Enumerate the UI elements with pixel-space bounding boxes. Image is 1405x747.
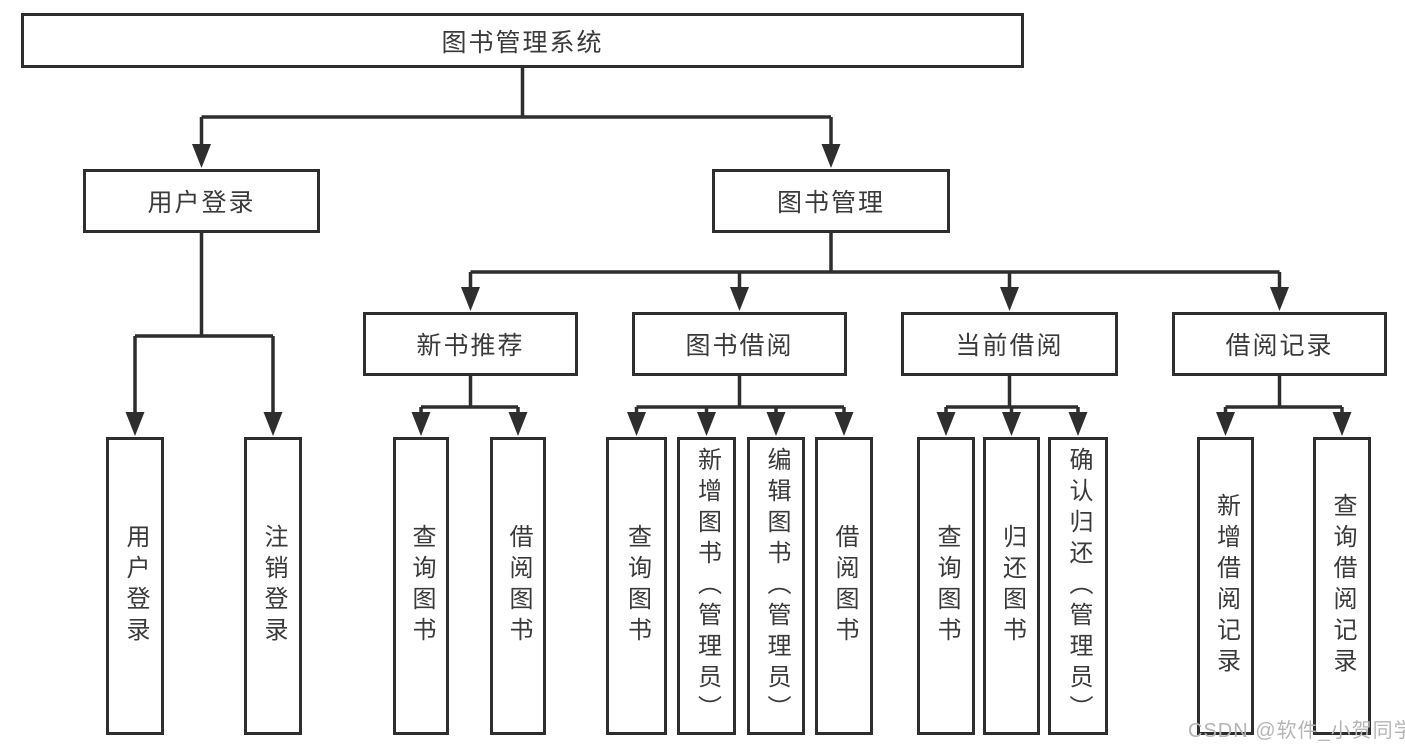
node-label: 新书推荐: [416, 332, 525, 360]
node-label: 查询图书: [623, 524, 651, 648]
arrow-down-icon: [936, 412, 956, 436]
node-label: 编辑图书（管理员）: [763, 446, 790, 726]
node-current-borrow: 当前借阅: [901, 312, 1118, 376]
arrow-down-icon: [834, 412, 854, 436]
arrowheads: [125, 144, 1352, 436]
node-label: 借阅记录: [1225, 332, 1334, 360]
node-root: 图书管理系统: [21, 13, 1024, 68]
node-label: 图书借阅: [685, 332, 794, 360]
leaf-return-book: 归还图书: [983, 437, 1040, 735]
node-label: 借阅图书: [505, 524, 532, 648]
arrow-down-icon: [411, 412, 431, 436]
connector-borrowrecords-to-leaves: [1223, 376, 1344, 420]
node-label: 查询借阅记录: [1329, 493, 1356, 679]
arrow-down-icon: [125, 412, 145, 436]
leaf-query-borrow-record: 查询借阅记录: [1313, 437, 1371, 735]
node-book-management: 图书管理: [712, 169, 950, 233]
node-label: 归还图书: [998, 524, 1026, 648]
leaf-edit-book-admin: 编辑图书（管理员）: [747, 437, 805, 735]
arrow-down-icon: [1216, 412, 1235, 436]
node-label: 图书管理系统: [441, 28, 604, 57]
leaf-borrow-books-recommend: 借阅图书: [490, 437, 546, 735]
node-label: 注销登录: [260, 524, 287, 648]
arrow-down-icon: [508, 412, 528, 436]
watermark: CSDN @软件_小贺同学: [1188, 720, 1405, 742]
arrow-down-icon: [697, 412, 716, 436]
leaf-query-books-current: 查询图书: [917, 437, 975, 735]
connector-userlogin-to-leaves: [133, 233, 275, 420]
node-new-book-recommend: 新书推荐: [363, 312, 578, 376]
arrow-down-icon: [766, 412, 786, 436]
arrow-down-icon: [263, 412, 283, 436]
arrow-down-icon: [461, 287, 480, 311]
leaf-query-books-recommend: 查询图书: [393, 437, 449, 735]
connector-newbook-to-leaves: [419, 376, 520, 420]
arrow-down-icon: [1332, 412, 1352, 436]
leaf-logout: 注销登录: [244, 437, 302, 735]
node-user-login: 用户登录: [83, 169, 320, 233]
connector-bookmgmt-to-level3: [468, 233, 1282, 295]
leaf-query-books-borrow: 查询图书: [606, 437, 667, 735]
node-label: 新增图书（管理员）: [693, 446, 721, 726]
leaf-add-borrow-record: 新增借阅记录: [1197, 437, 1254, 735]
leaf-confirm-return-admin: 确认归还（管理员）: [1048, 437, 1108, 735]
node-book-borrow: 图书借阅: [632, 312, 847, 376]
leaf-borrow-books-borrow: 借阅图书: [815, 437, 873, 735]
node-label: 当前借阅: [955, 332, 1064, 360]
node-borrow-records: 借阅记录: [1172, 312, 1387, 376]
arrow-down-icon: [192, 144, 211, 168]
node-label: 新增借阅记录: [1212, 493, 1240, 679]
leaf-user-login: 用户登录: [106, 437, 164, 735]
node-label: 图书管理: [776, 189, 885, 217]
node-label: 借阅图书: [831, 524, 858, 648]
arrow-down-icon: [730, 287, 749, 311]
leaf-add-book-admin: 新增图书（管理员）: [677, 437, 736, 735]
arrow-down-icon: [1002, 412, 1021, 436]
arrow-down-icon: [821, 144, 841, 168]
node-label: 查询图书: [933, 524, 960, 648]
connector-bookborrow-to-leaves: [634, 376, 846, 420]
arrow-down-icon: [1068, 412, 1088, 436]
node-label: 用户登录: [122, 524, 149, 648]
arrow-down-icon: [1000, 287, 1019, 311]
node-label: 用户登录: [147, 189, 256, 217]
arrow-down-icon: [1270, 287, 1289, 311]
arrow-down-icon: [627, 412, 646, 436]
node-label: 确认归还（管理员）: [1065, 446, 1092, 726]
node-label: 查询图书: [408, 524, 435, 648]
connector-root-to-level2: [199, 68, 833, 150]
